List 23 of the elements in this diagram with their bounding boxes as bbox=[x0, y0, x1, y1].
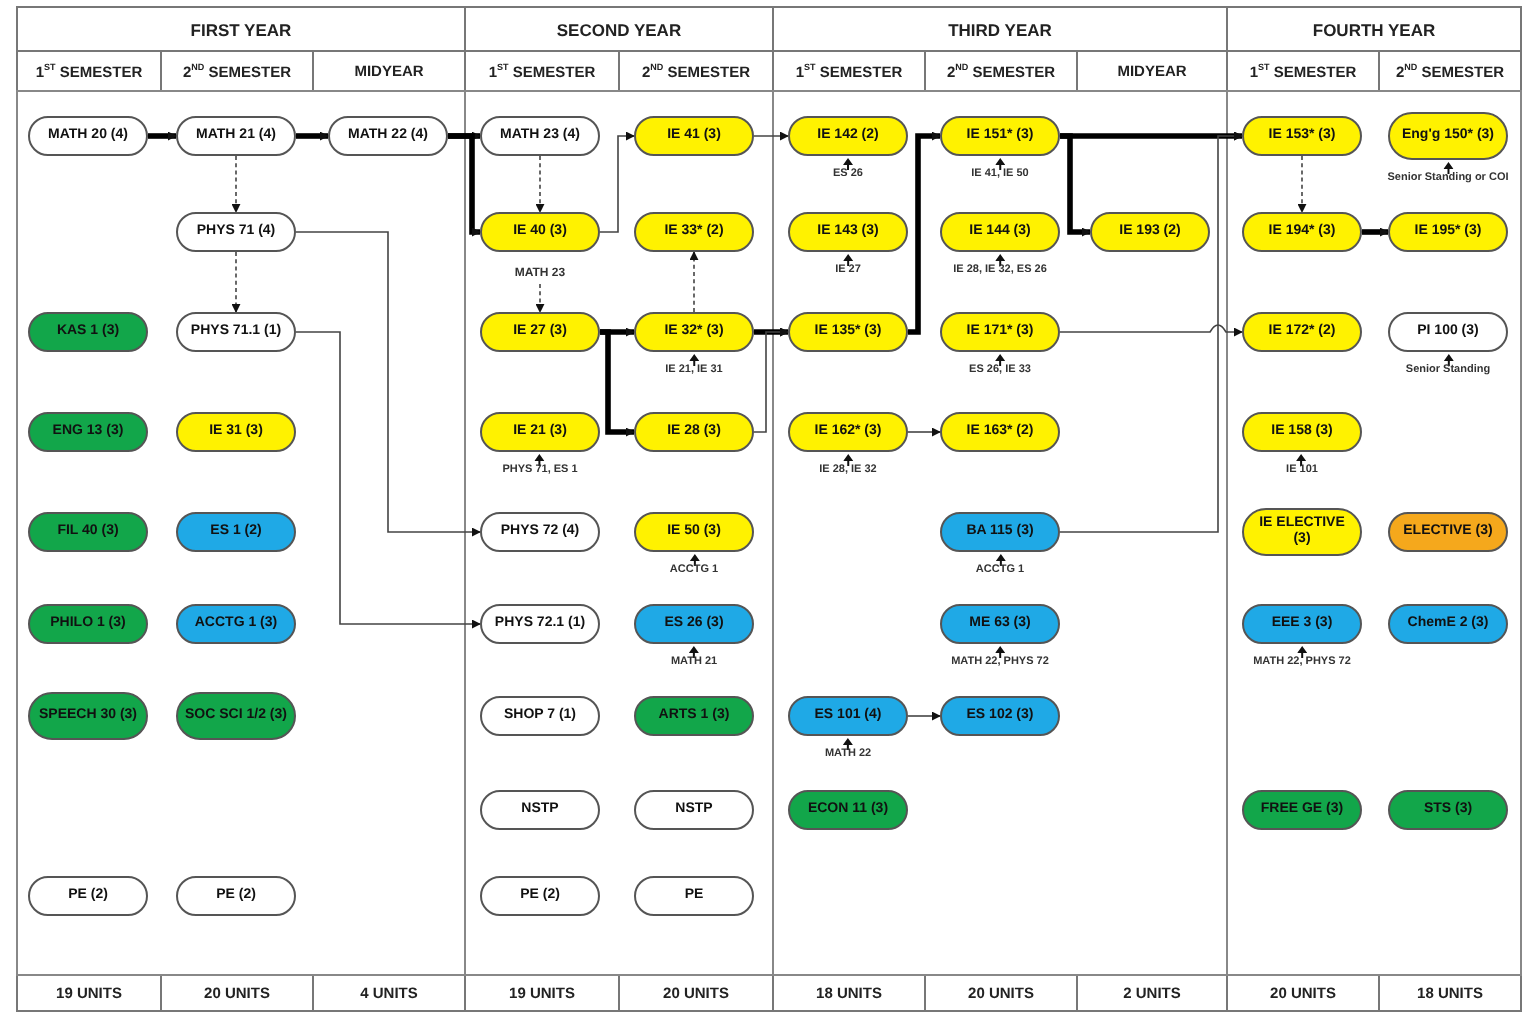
arrow bbox=[1362, 227, 1389, 237]
arrow bbox=[1060, 133, 1091, 237]
arrow bbox=[1297, 155, 1307, 213]
arrow bbox=[231, 155, 241, 213]
arrow bbox=[689, 251, 699, 313]
arrow bbox=[908, 131, 941, 335]
arrow bbox=[148, 131, 177, 141]
arrow bbox=[753, 327, 789, 433]
arrow bbox=[295, 231, 481, 537]
arrow bbox=[296, 131, 329, 141]
arrow bbox=[600, 329, 635, 437]
arrow bbox=[907, 711, 941, 721]
arrow bbox=[535, 283, 545, 313]
arrow bbox=[907, 427, 941, 437]
arrow bbox=[535, 155, 545, 213]
arrow bbox=[448, 133, 481, 237]
arrow bbox=[753, 131, 789, 141]
arrow bbox=[599, 131, 635, 233]
arrow bbox=[754, 327, 789, 337]
arrow bbox=[231, 251, 241, 313]
arrow bbox=[1059, 131, 1243, 533]
arrow bbox=[295, 331, 481, 629]
arrow bbox=[1059, 324, 1243, 337]
